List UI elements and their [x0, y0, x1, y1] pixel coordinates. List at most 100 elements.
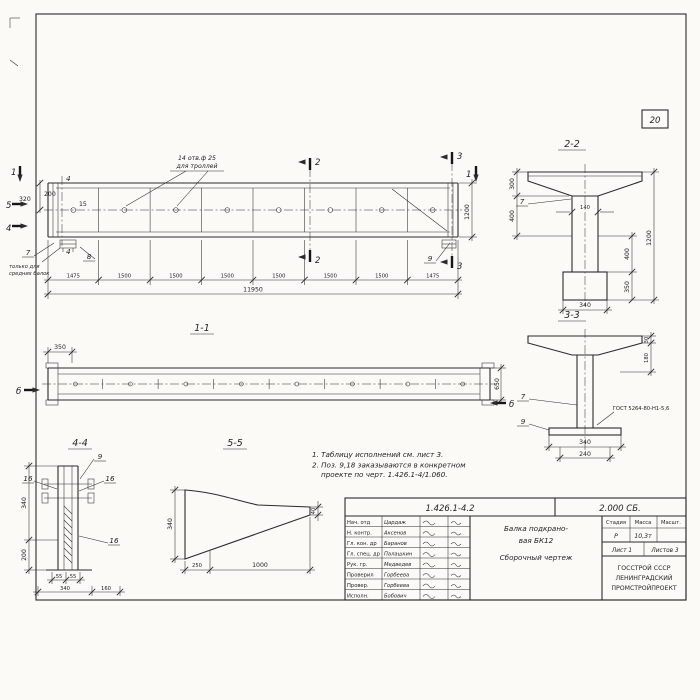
dim-650: 650 [494, 378, 501, 390]
dim-segment-2: 1500 [169, 274, 182, 280]
dim-segment-4: 1500 [272, 274, 285, 280]
doc-number: 1.426.1-4.2 [425, 504, 474, 514]
cut-6-label-left: б [16, 387, 21, 397]
dim-340-d55: 340 [167, 518, 174, 530]
dim-320: 320 [19, 196, 31, 203]
row-role: Исполн. [347, 594, 369, 600]
cut-5-label: 5 [6, 201, 11, 211]
sheet-number: 20 [650, 116, 661, 126]
pos-balloon-9-d44: 9 [98, 452, 103, 461]
signature-marks [422, 520, 462, 599]
row-role: Проверил [347, 573, 374, 579]
dim-segment-3: 1500 [221, 274, 234, 280]
row-name: Аксенов [383, 531, 406, 537]
dim-1000: 1000 [252, 562, 268, 569]
weld-note: ГОСТ 5264-80-Н1-5,6 [613, 406, 670, 412]
note-line-1: 1. Таблицу исполнений см. лист 3. [312, 450, 443, 459]
cut-line-3: 3 3 [440, 152, 462, 272]
dim-40: 40 [311, 508, 317, 515]
stiffener-lines [98, 188, 408, 232]
dim-total-length: 11950 [243, 287, 263, 294]
cut-2-label-top: 2 [315, 158, 320, 168]
detail-4-4: 4-4 9 16 16 16 [21, 438, 125, 596]
org-line3: ПРОМСТРОЙПРОЕКТ [611, 583, 676, 592]
dim-segment-5: 1500 [324, 274, 337, 280]
trolley-holes [70, 207, 436, 213]
section-3-3-title: 3-3 [564, 310, 580, 321]
pos-balloon-7-s22: 7 [520, 197, 525, 206]
row-role: Провер. [347, 583, 369, 589]
drawing-title-line1: Балка подкрано- [504, 524, 568, 533]
end-note-line1: только для [9, 264, 40, 270]
cut-4-margin-label: 4 [6, 224, 11, 234]
detail-4-4-title: 4-4 [72, 438, 88, 449]
org-line1: ГОССТРОЙ СССР [618, 563, 671, 572]
beam-height-dim: 1200 [459, 179, 477, 241]
cut-4-label-top: 4 [66, 174, 71, 183]
mass-header: Масса [635, 520, 652, 526]
dim-350-s11: 350 [54, 344, 66, 351]
row-name: Бобович [384, 594, 407, 600]
section-3-3: 3-3 30 180 ГОСТ 5264-80-Н1-5,6 7 9 340 [517, 310, 669, 462]
dim-240: 240 [579, 451, 591, 458]
stage-header: Стадия [606, 520, 626, 526]
cut-3-label-top: 3 [457, 152, 462, 162]
dim-segment-0: 1475 [67, 274, 80, 280]
margin-cut-markers: 1 1 5 4 [6, 166, 479, 234]
row-name: Баранов [384, 541, 407, 547]
cut-3-label-bottom: 3 [457, 262, 462, 272]
pos-balloon-16-left: 16 [23, 474, 33, 483]
drawing-title-line3: Сборочный чертеж [500, 553, 573, 562]
row-name: Медведев [384, 562, 411, 568]
section-1-1-title: 1-1 [194, 323, 210, 334]
cut-line-4: 4 4 [61, 174, 71, 256]
dim-340-s22: 340 [579, 302, 591, 309]
section-2-2-title: 2-2 [564, 139, 580, 150]
dim-segment-1: 1500 [118, 274, 131, 280]
hole-note-line1: 14 отв.ф 25 [178, 155, 216, 162]
pos-balloon-16-bottom: 16 [109, 536, 119, 545]
dim-340-d44-left: 340 [21, 497, 28, 509]
pos-balloon-8: 8 [87, 252, 92, 261]
bottom-dimension-chain: 1475 1500 1500 1500 1500 1500 1500 1475 … [44, 240, 462, 299]
org-line2: ЛЕНИНГРАДСКИЙ [615, 573, 672, 582]
row-name: Палашкин [384, 552, 413, 558]
row-name: Цардаж [384, 520, 406, 526]
row-role: Нач. отд [347, 520, 371, 526]
mass-value: 10,3т [634, 533, 652, 540]
dim-250: 250 [192, 563, 202, 569]
dim-160: 160 [101, 586, 111, 592]
section-1-1: 1-1 350 [16, 323, 514, 410]
drawing-notes: 1. Таблицу исполнений см. лист 3. 2. Поз… [312, 450, 466, 479]
doc-code: 2.000 СБ. [599, 504, 641, 514]
sheets-label: Листов 3 [650, 548, 678, 554]
cut-6-label-right: б [509, 400, 514, 410]
row-name: Горбеева [384, 573, 409, 579]
pos-balloon-16-right: 16 [105, 474, 115, 483]
cut-line-2: 2 2 [298, 158, 320, 266]
left-end-bracket [59, 239, 77, 252]
row-role: Н. контр. [347, 531, 372, 537]
detail-5-5: 5-5 340 40 250 1000 [167, 438, 323, 574]
dim-15: 15 [79, 201, 87, 208]
cut-2-label-bottom: 2 [315, 256, 320, 266]
dim-200-d44: 200 [21, 549, 28, 561]
middle-beam-note: только для средних балок [9, 247, 61, 277]
end-note-line2: средних балок [9, 271, 50, 277]
main-elevation-view: 14 отв.ф 25 для троллей 2 2 3 3 [6, 152, 479, 299]
dim-segment-6: 1500 [375, 274, 388, 280]
row-role: Гл. кон. др [347, 541, 377, 547]
dim-55-b: 55 [70, 574, 77, 580]
sheet-number-box: 20 [641, 109, 669, 129]
cut-1-label-left: 1 [11, 168, 16, 178]
dim-140: 140 [580, 205, 590, 211]
cut-1-label-right: 1 [466, 170, 471, 180]
pos-balloon-7-s33: 7 [521, 392, 526, 401]
dim-segment-7: 1475 [426, 274, 439, 280]
row-role: Гл. спец. др [347, 552, 381, 558]
detail-5-5-title: 5-5 [227, 438, 243, 449]
note-line-3: проекте по черт. 1.426.1-4/1.060. [321, 470, 448, 479]
dim-340-s33: 340 [579, 439, 591, 446]
